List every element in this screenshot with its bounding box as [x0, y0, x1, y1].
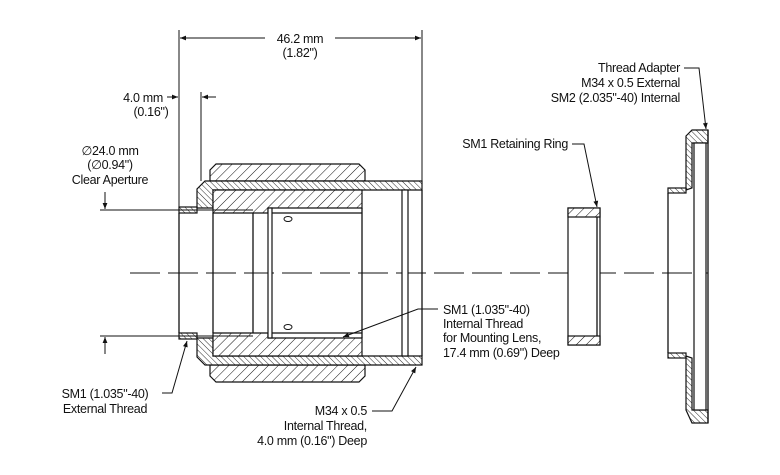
flange-label: 4.0 mm	[123, 91, 163, 105]
dimension-length: 46.2 mm (1.82")	[178, 30, 423, 207]
callout-thread-adapter: Thread Adapter M34 x 0.5 External SM2 (2…	[551, 61, 708, 130]
dimension-aperture: ∅24.0 mm (∅0.94") Clear Aperture	[72, 144, 253, 354]
callout-text: SM1 (1.035"-40)	[62, 387, 149, 401]
aperture-label: ∅24.0 mm	[81, 144, 138, 158]
callout-text: M34 x 0.5	[315, 404, 368, 418]
callout-internal-thread: SM1 (1.035"-40) Internal Thread for Moun…	[342, 303, 560, 360]
callout-text: SM1 Retaining Ring	[462, 137, 568, 151]
callout-text: for Mounting Lens,	[443, 331, 541, 345]
callout-text: Internal Thread,	[284, 419, 367, 433]
callout-external-thread: SM1 (1.035"-40) External Thread	[62, 340, 188, 416]
length-label: 46.2 mm	[277, 32, 324, 46]
length-label-inch: (1.82")	[283, 46, 318, 60]
dimension-flange: 4.0 mm (0.16")	[123, 91, 216, 181]
callout-text: SM2 (2.035"-40) Internal	[551, 91, 680, 105]
callout-m34-thread: M34 x 0.5 Internal Thread, 4.0 mm (0.16"…	[257, 366, 417, 448]
flange-label-inch: (0.16")	[134, 105, 169, 119]
aperture-label-inch: (∅0.94")	[87, 158, 133, 172]
callout-text: External Thread	[63, 402, 148, 416]
callout-text: 17.4 mm (0.69") Deep	[443, 346, 560, 360]
callout-text: SM1 (1.035"-40)	[443, 303, 530, 317]
thread-adapter	[667, 129, 709, 424]
retaining-ring	[567, 207, 601, 346]
callout-text: M34 x 0.5 External	[581, 76, 680, 90]
callout-retaining-ring: SM1 Retaining Ring	[462, 137, 599, 208]
callout-text: 4.0 mm (0.16") Deep	[257, 434, 367, 448]
lens-mount-assembly	[178, 163, 423, 383]
callout-text: Internal Thread	[443, 317, 523, 331]
callout-text: Thread Adapter	[598, 61, 680, 75]
aperture-label-caption: Clear Aperture	[72, 173, 149, 187]
